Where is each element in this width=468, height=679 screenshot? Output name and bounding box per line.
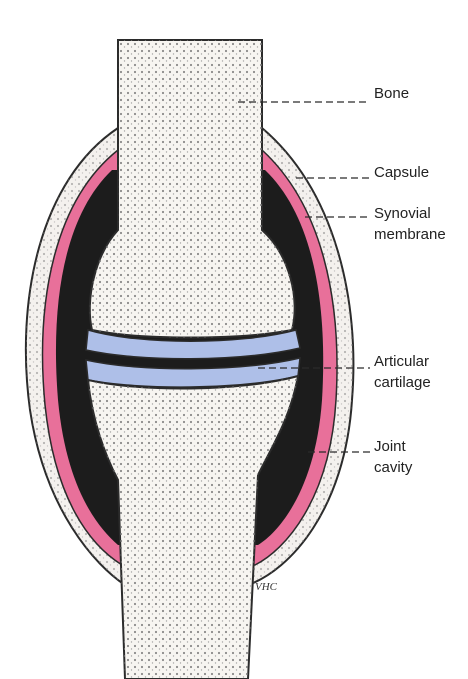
label-bone: Bone (374, 84, 409, 103)
label-cartilage-line2: cartilage (374, 373, 431, 392)
label-cartilage-line1: Articular (374, 352, 429, 371)
label-capsule: Capsule (374, 163, 429, 182)
label-synovial-line2: membrane (374, 225, 446, 244)
label-cavity-line2: cavity (374, 458, 412, 477)
label-cavity-line1: Joint (374, 437, 406, 456)
label-synovial-line1: Synovial (374, 204, 431, 223)
artist-signature: VHC (255, 581, 278, 593)
